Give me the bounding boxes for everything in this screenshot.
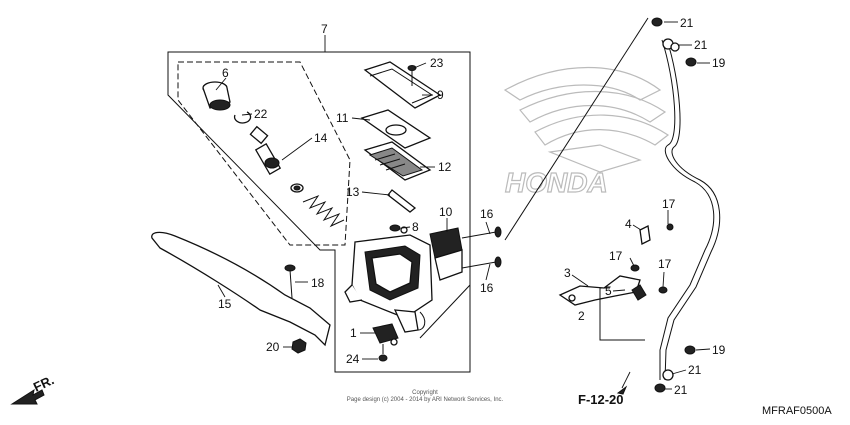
spring: [302, 194, 345, 228]
label-23: 23: [430, 56, 444, 70]
brake-switch-1: [372, 323, 399, 346]
part-labels: 7 6 22 14 23 9 11 12 13 8 10 16 16 1 24 …: [218, 16, 726, 397]
label-17-c: 17: [658, 257, 672, 271]
label-11: 11: [336, 111, 349, 125]
page-reference: F-12-20: [578, 392, 624, 407]
brake-hose: [659, 39, 721, 381]
hose-clamp-4: [639, 223, 674, 245]
front-direction-arrow: FR.: [10, 372, 56, 405]
banjo-bolt-bottom: [654, 345, 696, 393]
label-17-b: 17: [609, 249, 623, 263]
label-21-a: 21: [680, 16, 694, 30]
label-8: 8: [412, 220, 419, 234]
assembly-outline-14: [177, 61, 351, 246]
screw-8: [389, 224, 408, 234]
banjo-bolt-top: [651, 17, 697, 67]
connection-line: [504, 17, 649, 241]
master-cylinder-body: [344, 234, 433, 333]
diaphragm-12: [363, 141, 432, 181]
label-15: 15: [218, 297, 232, 311]
holder-10: [429, 227, 463, 281]
piston-set: [249, 125, 304, 193]
ref-arrow: [616, 385, 628, 395]
bolts-17: [630, 264, 668, 294]
label-22: 22: [254, 107, 268, 121]
bolt-16-upper: [461, 226, 502, 239]
hose-clamp-3: [558, 275, 647, 306]
label-6: 6: [222, 66, 229, 80]
label-13: 13: [346, 185, 360, 199]
label-19-a: 19: [712, 56, 726, 70]
copyright-line1: Copyright: [412, 390, 438, 396]
label-12: 12: [438, 160, 452, 174]
screw-24: [378, 344, 388, 362]
diagram-code: MFRAF0500A: [762, 405, 832, 417]
copyright-line2: Page design (c) 2004 - 2014 by ARI Netwo…: [347, 397, 504, 403]
label-7: 7: [321, 22, 328, 36]
bracket-2: [599, 287, 645, 341]
label-2: 2: [578, 309, 585, 323]
direction-label: FR.: [31, 372, 56, 394]
label-10: 10: [439, 205, 453, 219]
watermark-text: HONDA: [505, 167, 608, 198]
label-1: 1: [350, 326, 357, 340]
label-5: 5: [605, 284, 612, 298]
label-21-c: 21: [688, 363, 702, 377]
screw-23: [407, 65, 417, 86]
label-21-d: 21: [674, 383, 688, 397]
nut-20: [291, 338, 307, 354]
assembly-outline-7: [167, 51, 471, 373]
label-14: 14: [314, 131, 328, 145]
brake-lever-15: [151, 231, 331, 347]
leader-lines: [215, 21, 711, 390]
label-20: 20: [266, 340, 280, 354]
circlip-22: [233, 111, 252, 124]
boot-cap-6: [202, 81, 231, 111]
float-13: [387, 189, 417, 213]
label-4: 4: [625, 217, 632, 231]
label-3: 3: [564, 266, 571, 280]
reservoir-cap-9: [363, 61, 442, 109]
label-21-b: 21: [694, 38, 708, 52]
label-9: 9: [437, 88, 444, 102]
bolt-16-lower: [461, 256, 502, 269]
label-19-b: 19: [712, 343, 726, 357]
label-24: 24: [346, 352, 360, 366]
pivot-bolt-18: [284, 264, 296, 299]
label-18: 18: [311, 276, 325, 290]
label-16-lower: 16: [480, 281, 494, 295]
label-16-upper: 16: [480, 207, 494, 221]
honda-wing-watermark: HONDA: [503, 66, 670, 199]
label-17-a: 17: [662, 197, 676, 211]
